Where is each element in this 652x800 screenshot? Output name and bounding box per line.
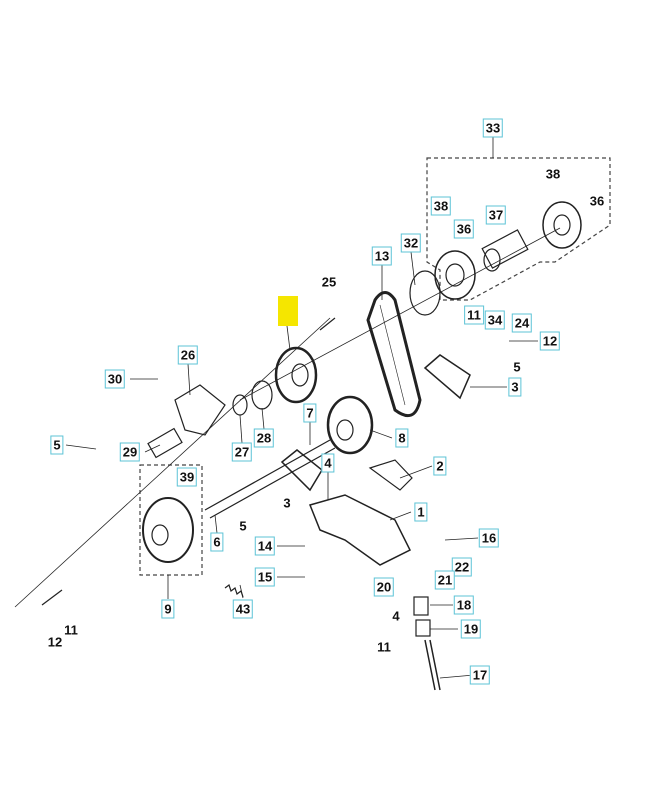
- callout-3[interactable]: 3: [508, 377, 522, 397]
- bracket-2: [368, 459, 413, 491]
- callout-17[interactable]: 17: [469, 665, 491, 685]
- coupling-36-left: [434, 250, 476, 300]
- callout-18[interactable]: 18: [453, 595, 475, 615]
- pulley-8: [326, 395, 374, 455]
- callout-8[interactable]: 8: [395, 428, 409, 448]
- callout-11[interactable]: 11: [377, 639, 391, 655]
- callout-12[interactable]: 12: [47, 634, 63, 650]
- callout-11[interactable]: 11: [464, 305, 484, 325]
- callout-9[interactable]: 9: [161, 599, 175, 619]
- callout-22[interactable]: 22: [451, 557, 473, 577]
- callout-4[interactable]: 4: [321, 453, 335, 473]
- callout-38[interactable]: 38: [545, 166, 561, 182]
- callout-43[interactable]: 43: [232, 599, 254, 619]
- callout-4[interactable]: 4: [392, 608, 400, 624]
- highlighted-part-marker[interactable]: [278, 296, 298, 326]
- pulley-yellow-item: [274, 346, 318, 404]
- leader-lines: [65, 137, 538, 679]
- callout-29[interactable]: 29: [119, 442, 141, 462]
- callout-7[interactable]: 7: [303, 403, 317, 423]
- bolt-12: [41, 589, 63, 606]
- bushing-19: [415, 619, 431, 637]
- plate-32: [409, 270, 441, 316]
- group-33-outline: [426, 157, 611, 301]
- callout-27[interactable]: 27: [231, 442, 253, 462]
- collar-29: [147, 427, 183, 459]
- rod-17: [424, 639, 441, 691]
- belt-13: [366, 291, 422, 418]
- callout-26[interactable]: 26: [177, 345, 199, 365]
- callout-36[interactable]: 36: [453, 219, 475, 239]
- sleeve-37: [481, 229, 529, 272]
- group-9-outline: [139, 464, 203, 576]
- callout-12[interactable]: 12: [539, 331, 561, 351]
- callout-28[interactable]: 28: [253, 428, 275, 448]
- callout-5[interactable]: 5: [239, 518, 247, 534]
- shaft-6: [204, 439, 336, 519]
- bracket-1: [308, 494, 412, 566]
- bolt-25: [319, 317, 336, 331]
- callout-5[interactable]: 5: [50, 435, 64, 455]
- callout-6[interactable]: 6: [210, 532, 224, 552]
- callout-24[interactable]: 24: [511, 313, 533, 333]
- spring-18: [413, 596, 429, 616]
- callout-39[interactable]: 39: [176, 467, 198, 487]
- callout-5[interactable]: 5: [513, 359, 521, 375]
- callout-11[interactable]: 11: [64, 622, 78, 638]
- callout-1[interactable]: 1: [414, 502, 428, 522]
- callout-30[interactable]: 30: [104, 369, 126, 389]
- callout-20[interactable]: 20: [373, 577, 395, 597]
- callout-13[interactable]: 13: [371, 246, 393, 266]
- callout-34[interactable]: 34: [484, 310, 506, 330]
- callout-21[interactable]: 21: [434, 570, 456, 590]
- callout-32[interactable]: 32: [400, 233, 422, 253]
- ring-28: [251, 380, 273, 410]
- callout-36[interactable]: 36: [589, 193, 605, 209]
- callout-25[interactable]: 25: [321, 274, 337, 290]
- callout-2[interactable]: 2: [433, 456, 447, 476]
- clutch-9: [142, 497, 194, 563]
- hub-26: [174, 384, 226, 436]
- callout-16[interactable]: 16: [478, 528, 500, 548]
- callout-33[interactable]: 33: [482, 118, 504, 138]
- coupling-36-right: [542, 201, 582, 249]
- bearing-unit-upper: [423, 354, 471, 400]
- callout-3[interactable]: 3: [283, 495, 291, 511]
- callout-15[interactable]: 15: [254, 567, 276, 587]
- callout-38[interactable]: 38: [430, 196, 452, 216]
- callout-37[interactable]: 37: [485, 205, 507, 225]
- callout-19[interactable]: 19: [460, 619, 482, 639]
- callout-14[interactable]: 14: [254, 536, 276, 556]
